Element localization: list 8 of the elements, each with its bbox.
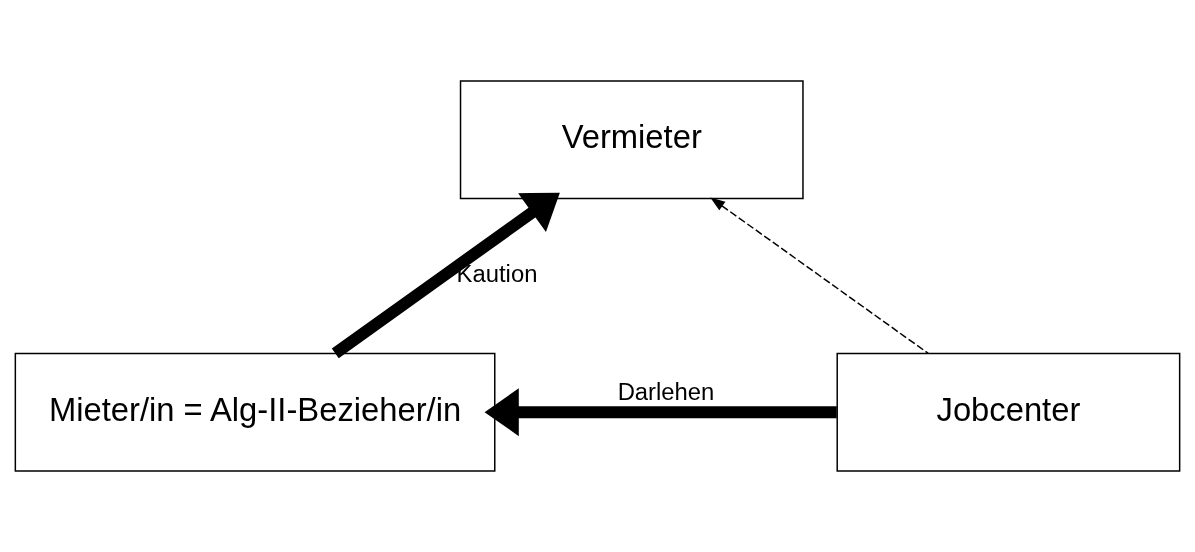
edge-label: Darlehen: [617, 378, 715, 406]
arrow: [710, 197, 929, 355]
edge-label: Kaution: [456, 259, 538, 287]
node-box: Mieter/in = Alg-II-Bezieher/in: [14, 352, 496, 472]
node-box: Jobcenter: [836, 352, 1181, 472]
arrow: [331, 192, 560, 359]
arrow: [484, 388, 837, 437]
node-box: Vermieter: [459, 80, 804, 200]
